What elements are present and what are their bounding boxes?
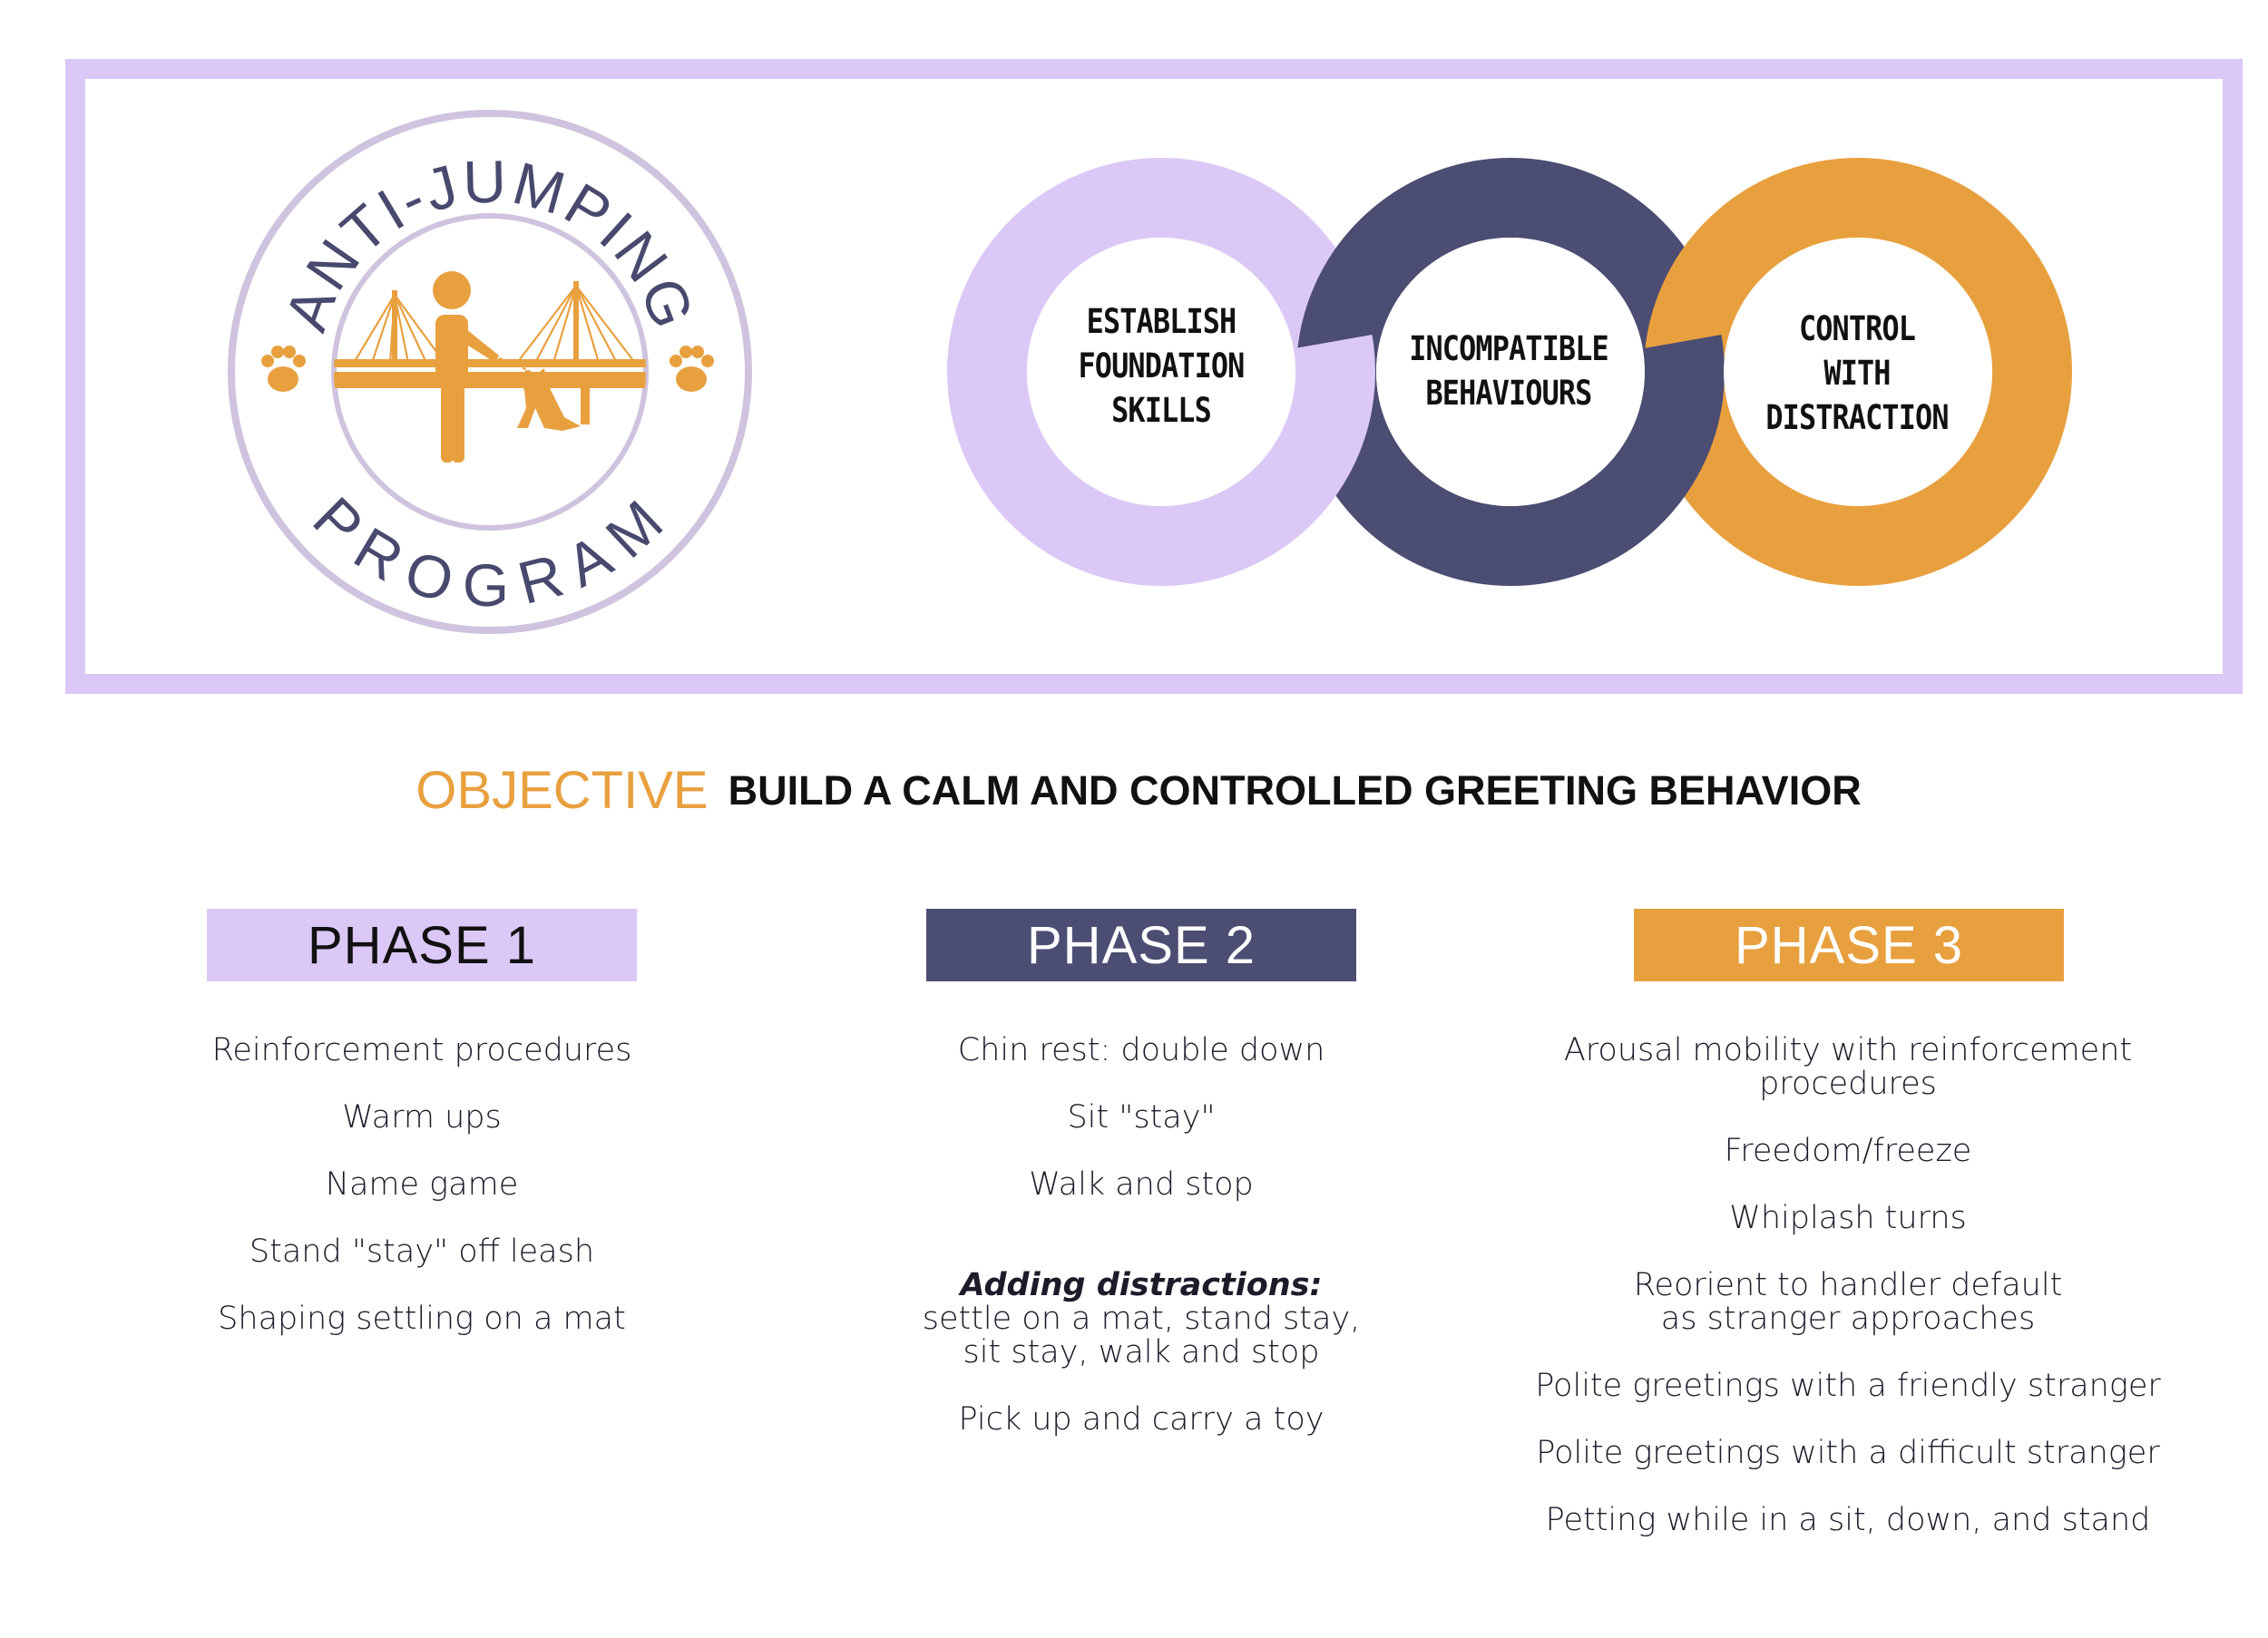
list-item: Reorient to handler default as stranger … — [1633, 1267, 2063, 1337]
list-item: Chin rest: double down — [957, 1032, 1325, 1068]
list-item-distractions: Adding distractions:settle on a mat, sta… — [797, 1235, 1486, 1370]
list-item: Pick up and carry a toy — [958, 1401, 1325, 1438]
phase-2-header: PHASE 2 — [926, 909, 1356, 981]
ring-foundation-overlap — [1227, 335, 1375, 558]
distractions-heading: Adding distractions: — [960, 1267, 1323, 1303]
paw-right-icon — [670, 346, 714, 392]
ring-label-control: CONTROL WITH DISTRACTION — [1765, 309, 1949, 437]
list-item: Walk and stop — [1029, 1166, 1254, 1203]
list-item: Freedom/freeze — [1724, 1133, 1972, 1169]
paw-left-icon — [261, 346, 306, 392]
phase-1-title: PHASE 1 — [308, 915, 536, 975]
list-item: Stand "stay" off leash — [249, 1233, 595, 1270]
ring-incompatible-overlap — [1577, 335, 1725, 558]
three-rings-diagram — [947, 158, 2072, 586]
ring-inner-2 — [1376, 238, 1645, 506]
phase-3-title: PHASE 3 — [1735, 915, 1963, 975]
objective-line: OBJECTIVE BUILD A CALM AND CONTROLLED GRE… — [0, 760, 2268, 821]
list-item: Petting while in a sit, down, and stand — [1545, 1502, 2151, 1538]
objective-text: BUILD A CALM AND CONTROLLED GREETING BEH… — [728, 766, 1862, 814]
list-item: Sit "stay" — [1067, 1099, 1216, 1136]
ring-inner-1 — [1027, 238, 1295, 506]
list-item: Shaping settling on a mat — [218, 1301, 626, 1337]
phase-1-header: PHASE 1 — [207, 909, 637, 981]
anti-jumping-badge: ANTI-JUMPING PROGRAM — [228, 110, 752, 634]
list-item: Reinforcement procedures — [211, 1032, 632, 1068]
list-item: Arousal mobility with reinforcement proc… — [1563, 1032, 2133, 1102]
phase-1-list: Reinforcement procedures Warm ups Name g… — [77, 1034, 767, 1370]
list-item: Name game — [325, 1166, 519, 1203]
phase-2-list: Chin rest: double down Sit "stay" Walk a… — [797, 1034, 1486, 1470]
list-item: Warm ups — [342, 1099, 502, 1136]
phase-3-list: Arousal mobility with reinforcement proc… — [1503, 1034, 2193, 1571]
phase-2-title: PHASE 2 — [1027, 915, 1256, 975]
list-item: Polite greetings with a friendly strange… — [1535, 1368, 2161, 1404]
handler-dog-bridge-icon — [334, 271, 646, 463]
list-item: Polite greetings with a difficult strang… — [1536, 1435, 2160, 1471]
ring-label-incompatible: INCOMPATIBLE BEHAVIOURS — [1409, 329, 1608, 413]
list-item: Whiplash turns — [1729, 1200, 1967, 1236]
ring-label-foundation: ESTABLISH FOUNDATION SKILLS — [1078, 302, 1246, 430]
ring-inner-3 — [1724, 238, 1992, 506]
phase-3-header: PHASE 3 — [1634, 909, 2064, 981]
distractions-text: settle on a mat, stand stay, sit stay, w… — [922, 1301, 1361, 1370]
objective-label: OBJECTIVE — [415, 761, 709, 820]
